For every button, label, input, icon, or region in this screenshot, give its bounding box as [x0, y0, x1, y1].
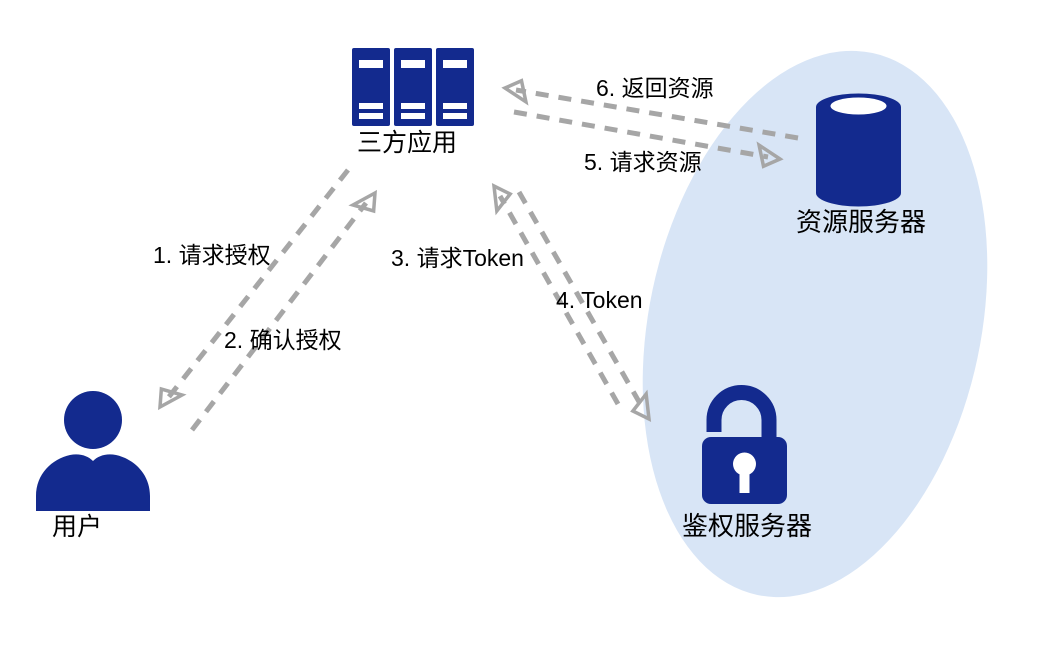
database-icon: [816, 93, 901, 207]
step2-label: 2. 确认授权: [224, 327, 342, 353]
user-label: 用户: [51, 513, 102, 541]
arrow-step6-return-resource: [501, 78, 799, 141]
step5-label: 5. 请求资源: [584, 149, 702, 175]
step6-label: 6. 返回资源: [596, 75, 714, 101]
arrow-step2-confirm-auth: [158, 168, 350, 411]
step3-label: 3. 请求Token: [391, 245, 524, 271]
arrow-step5-request-resource: [513, 109, 784, 169]
step1-label: 1. 请求授权: [153, 242, 271, 268]
auth-server-label: 鉴权服务器: [681, 511, 812, 541]
open-lock-icon: [702, 385, 787, 504]
arrow-step4-token: [491, 183, 621, 406]
resource-server-label: 资源服务器: [795, 207, 926, 237]
server-stack-icon: [352, 48, 474, 126]
arrow-step3-request-token: [516, 190, 652, 422]
user-icon: [36, 391, 150, 511]
step4-label: 4. Token: [556, 287, 643, 313]
arrow-step1-request-auth: [190, 189, 377, 432]
app-label: 三方应用: [356, 129, 457, 157]
